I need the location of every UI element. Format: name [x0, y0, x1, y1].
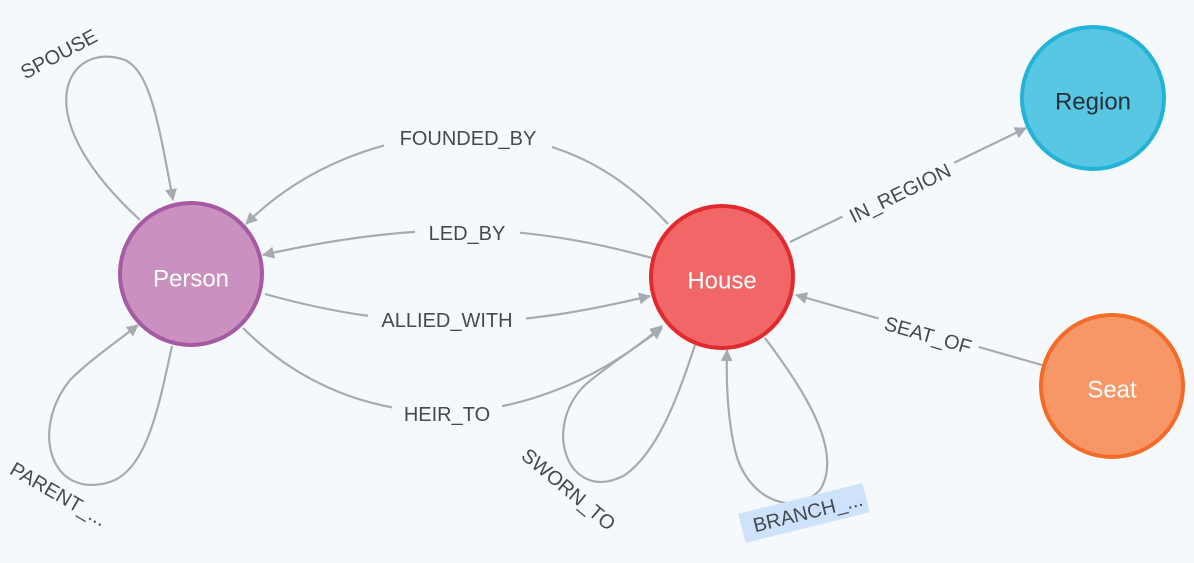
led-by-label[interactable]: LED_BY [429, 223, 506, 245]
founded-by-label[interactable]: FOUNDED_BY [400, 128, 537, 150]
region-node-label: Region [1055, 89, 1131, 116]
node-region[interactable]: Region [1020, 25, 1166, 171]
spouse-edge[interactable] [65, 55, 177, 221]
node-seat[interactable]: Seat [1039, 313, 1185, 459]
heir-to-edge[interactable] [242, 325, 663, 414]
house-node-label: House [687, 268, 756, 295]
branch-edge[interactable] [720, 337, 829, 505]
node-house[interactable]: House [649, 204, 795, 350]
person-node-circle[interactable] [118, 201, 264, 347]
parent-edge[interactable] [48, 324, 174, 486]
node-person[interactable]: Person [118, 201, 264, 347]
seat-of-label[interactable]: SEAT_OF [882, 313, 974, 359]
relationship-in-region[interactable]: IN_REGION [789, 127, 1027, 243]
allied-with-label[interactable]: ALLIED_WITH [381, 310, 512, 332]
relationship-seat-of[interactable]: SEAT_OF [795, 292, 1043, 367]
heir-to-label[interactable]: HEIR_TO [404, 404, 490, 426]
house-node-circle[interactable] [649, 204, 795, 350]
branch-label-highlight [738, 482, 870, 544]
region-node-circle[interactable] [1020, 25, 1166, 171]
relationship-led-by[interactable]: LED_BY [262, 219, 653, 260]
relationship-spouse[interactable]: SPOUSE [17, 25, 177, 221]
relationship-branch[interactable]: BRANCH_... [720, 337, 870, 544]
sworn-to-edge[interactable] [562, 327, 697, 483]
seat-node-label: Seat [1087, 377, 1137, 404]
person-node-label: Person [153, 266, 229, 293]
relationship-founded-by[interactable]: FOUNDED_BY [245, 124, 669, 225]
relationship-parent[interactable]: PARENT_... [6, 324, 174, 531]
seat-node-circle[interactable] [1039, 313, 1185, 459]
spouse-label[interactable]: SPOUSE [17, 25, 101, 84]
relationship-heir-to[interactable]: HEIR_TO [242, 325, 663, 428]
in-region-label[interactable]: IN_REGION [846, 160, 955, 228]
relationship-sworn-to[interactable]: SWORN_TO [517, 327, 697, 535]
relationship-allied-with[interactable]: ALLIED_WITH [264, 292, 651, 334]
